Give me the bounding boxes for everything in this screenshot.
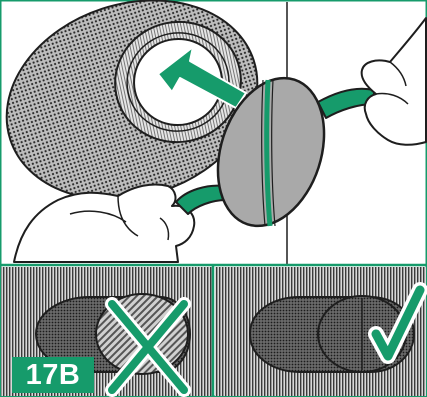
correct-position-panel bbox=[215, 267, 426, 396]
step-label: 17B bbox=[12, 357, 94, 393]
